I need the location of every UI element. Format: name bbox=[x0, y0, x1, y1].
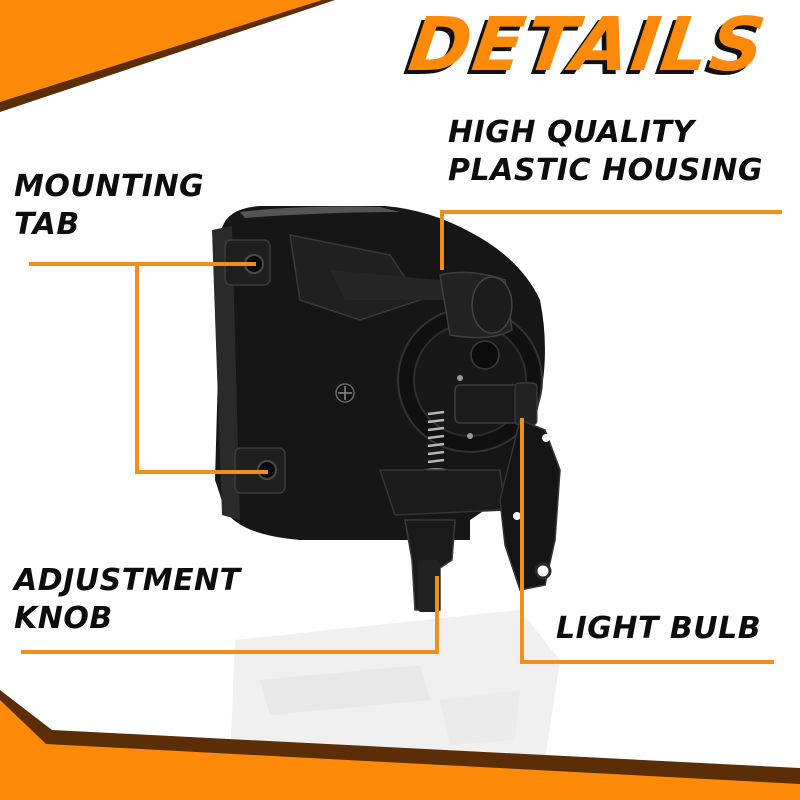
callout-adjust-line-1: ADJUSTMENT bbox=[14, 563, 241, 598]
fog-light-image bbox=[212, 206, 561, 612]
product-reflection bbox=[230, 610, 560, 760]
leader-adjust bbox=[21, 576, 439, 654]
callout-housing-line-2: PLASTIC HOUSING bbox=[448, 153, 763, 188]
callout-mounting-line-1: MOUNTING bbox=[14, 169, 205, 204]
callout-adjustment-knob: ADJUSTMENT KNOB bbox=[14, 562, 241, 638]
leader-bulb bbox=[520, 418, 774, 664]
callout-housing: HIGH QUALITY PLASTIC HOUSING bbox=[448, 114, 763, 190]
page-title: DETAILS bbox=[403, 2, 773, 88]
top-banner bbox=[0, 0, 322, 102]
bottom-band bbox=[0, 700, 800, 800]
callout-light-bulb: LIGHT BULB bbox=[556, 610, 761, 648]
callout-mounting-tab: MOUNTING TAB bbox=[14, 168, 204, 244]
leader-housing bbox=[440, 210, 782, 270]
callout-housing-line-1: HIGH QUALITY bbox=[448, 115, 695, 150]
callout-adjust-line-2: KNOB bbox=[14, 601, 113, 636]
callout-bulb-line-1: LIGHT BULB bbox=[556, 611, 762, 646]
leader-lines bbox=[21, 210, 782, 664]
callout-mounting-line-2: TAB bbox=[14, 207, 80, 242]
leader-mounting-bracket bbox=[135, 262, 268, 474]
